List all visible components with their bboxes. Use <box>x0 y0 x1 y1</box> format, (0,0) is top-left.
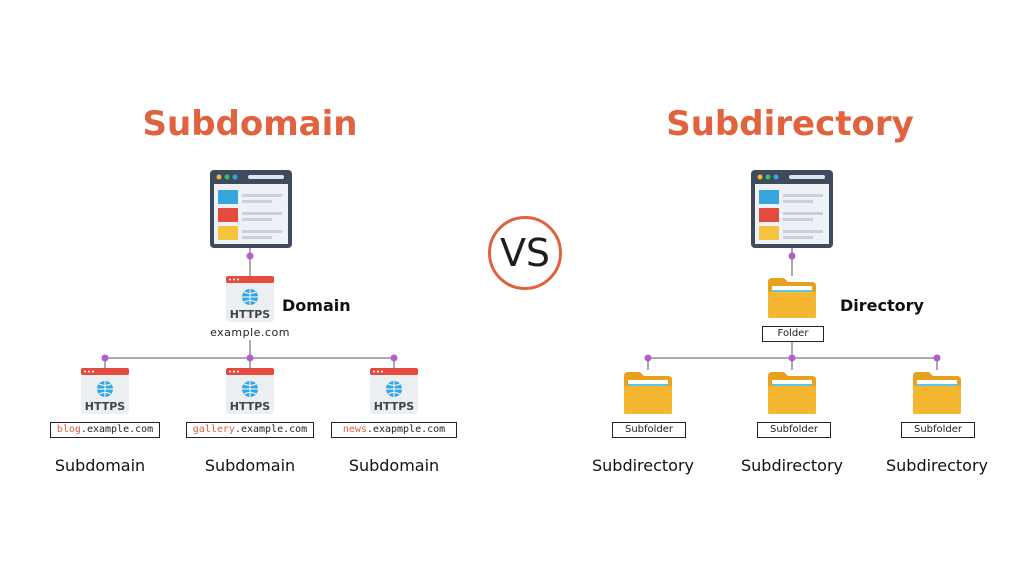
connector-dot <box>788 354 796 362</box>
browser-window-icon <box>751 170 833 248</box>
connector-dot <box>390 354 398 362</box>
connector-dot <box>246 252 254 260</box>
https-page-icon: HTTPS <box>226 368 274 414</box>
vs-label: VS <box>499 231 551 275</box>
connector-dot <box>788 252 796 260</box>
https-page-icon: HTTPS <box>370 368 418 414</box>
directory-label: Directory <box>840 296 924 315</box>
connector-dot <box>644 354 652 362</box>
subdomain-suffix: .example.com <box>234 424 308 435</box>
subdomain-caption: Subdomain <box>348 456 440 475</box>
subdomain-url-box: news.exapmple.com <box>331 422 457 438</box>
subdomain-title: Subdomain <box>142 104 358 144</box>
domain-label: Domain <box>282 296 351 315</box>
subdirectory-caption: Subdirectory <box>740 456 844 475</box>
folder-icon <box>913 372 961 414</box>
https-page-icon: HTTPS <box>226 276 274 322</box>
connector-dot <box>246 354 254 362</box>
connector-dot <box>933 354 941 362</box>
folder-icon <box>624 372 672 414</box>
folder-icon <box>768 372 816 414</box>
vs-circle: VS <box>488 216 562 290</box>
root-domain-url: example.com <box>210 326 290 339</box>
https-badge-label: HTTPS <box>84 400 126 413</box>
subdomain-prefix: news <box>342 424 367 435</box>
subdirectory-title: Subdirectory <box>666 104 914 144</box>
subdomain-caption: Subdomain <box>54 456 146 475</box>
subdomain-url-box: gallery.example.com <box>186 422 314 438</box>
https-badge-label: HTTPS <box>373 400 415 413</box>
subdomain-suffix: .exapmple.com <box>366 424 446 435</box>
folder-icon <box>768 278 816 318</box>
browser-window-icon <box>210 170 292 248</box>
https-badge-label: HTTPS <box>229 400 271 413</box>
subfolder-box: Subfolder <box>901 422 975 438</box>
https-page-icon: HTTPS <box>81 368 129 414</box>
subdomain-prefix: gallery <box>192 424 235 435</box>
subdomain-caption: Subdomain <box>204 456 296 475</box>
subdirectory-caption: Subdirectory <box>591 456 695 475</box>
subdomain-url-box: blog.example.com <box>50 422 160 438</box>
subfolder-box: Subfolder <box>757 422 831 438</box>
subdirectory-caption: Subdirectory <box>885 456 989 475</box>
subfolder-box: Subfolder <box>612 422 686 438</box>
subdomain-suffix: .example.com <box>80 424 154 435</box>
connector-dot <box>101 354 109 362</box>
https-badge-label: HTTPS <box>229 308 271 321</box>
subdomain-prefix: blog <box>56 424 81 435</box>
folder-box: Folder <box>762 326 824 342</box>
